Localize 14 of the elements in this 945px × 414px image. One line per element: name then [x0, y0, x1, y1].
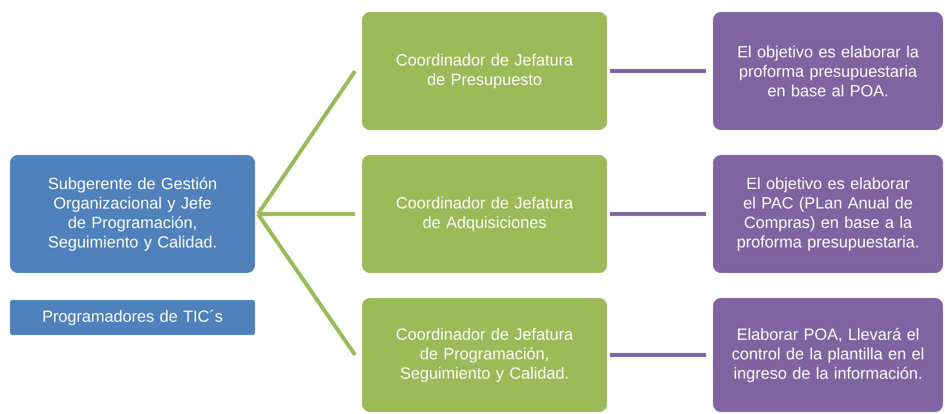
coordinator-box: Coordinador de Jefatura de Programación, Seguimiento y Calidad. — [362, 298, 608, 412]
connector-line — [610, 69, 706, 73]
coordinator-box: Coordinador de Jefatura de Adquisiciones — [362, 155, 608, 273]
role-box: Programadores de TIC´s — [10, 300, 255, 335]
coordinator-box: Coordinador de Jefatura de Presupuesto — [362, 12, 608, 130]
objective-box: El objetivo es elaborar el PAC (PLan Anual de Compras) en base a la proforma presupuestaria. — [713, 155, 944, 273]
connector-line — [256, 70, 357, 216]
connector-line — [258, 212, 356, 216]
objective-box: Elaborar POA, Llevará el control de la plantilla en el ingreso de la información. — [713, 298, 944, 412]
connector-line — [610, 353, 706, 357]
role-box: Subgerente de Gestión Organizacional y Jefe de Programación, Seguimiento y Calidad. — [10, 155, 255, 273]
objective-box: El objetivo es elaborar la proforma presupuestaria en base al POA. — [713, 12, 944, 130]
connector-line — [610, 212, 706, 216]
connector-line — [256, 212, 357, 356]
